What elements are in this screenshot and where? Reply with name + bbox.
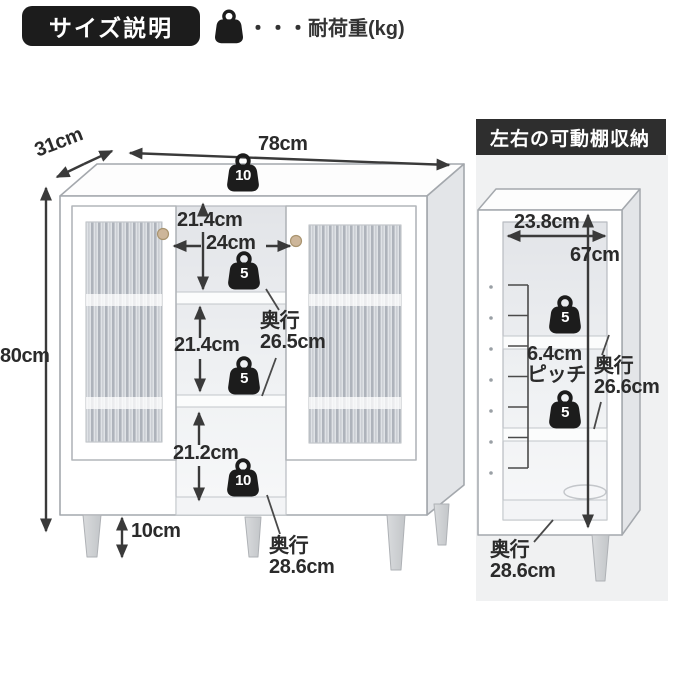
left-glass-door [71,205,177,461]
weight-bag-icon [227,458,259,497]
left-door-knob [156,227,170,241]
load-badge-section2-value: 5 [240,370,248,387]
leader-depth-28-6 [266,494,281,535]
label-side-base-depth-line2: 28.6cm [490,560,556,582]
load-badge-side-shelf2: 5 [548,389,582,429]
label-side-shelf-depth-line1: 奥行 [594,355,634,377]
label-section3-height: 21.2cm [173,442,239,464]
label-base-depth-28-6-line2: 28.6cm [269,556,335,578]
label-pitch-6-4: 6.4cm ピッチ [527,344,586,386]
load-badge-section3: 10 [226,457,260,497]
load-capacity-legend-text: ・・・耐荷重(kg) [248,17,405,40]
weight-bag-icon [549,390,581,429]
leader-depth-26-6-top [601,334,610,356]
load-badge-side-shelf1: 5 [548,294,582,334]
label-side-base-depth-28-6: 奥行 28.6cm [490,539,556,582]
load-badge-section2: 5 [227,355,261,395]
size-title-badge: サイズ説明 [22,6,200,46]
cord-hole [563,484,607,500]
label-base-depth-28-6: 奥行 28.6cm [269,535,335,578]
weight-bag-icon [549,295,581,334]
interior-shelves [175,291,287,516]
label-height-80cm: 80cm [0,345,50,367]
label-side-base-depth-line1: 奥行 [490,539,530,561]
load-badge-section1-value: 5 [240,265,248,282]
main-cabinet-drawing [59,163,465,571]
right-glass-door [285,205,417,461]
label-shelf-depth-26-5-line2: 26.5cm [260,331,326,353]
weight-bag-icon [227,153,259,192]
leader-depth-26-5-top [265,288,280,311]
weight-bag-icon [228,251,260,290]
dim-arrow-78cm [128,147,451,171]
label-section1-height: 21.4cm [177,209,243,231]
load-badge-top: 10 [226,152,260,192]
load-capacity-legend: ・・・耐荷重(kg) [214,8,405,44]
leader-depth-26-5-bottom [261,357,277,397]
load-badge-section3-value: 10 [235,472,251,489]
pitch-tick-bracket [508,284,529,469]
shelf-pin-holes [489,285,493,475]
label-section2-height: 21.4cm [174,334,240,356]
load-badge-top-value: 10 [235,167,251,184]
label-side-shelf-depth-line2: 26.6cm [594,376,660,398]
label-inner-height-67: 67cm [570,244,620,266]
cabinet-legs [82,503,450,571]
label-knob-gap-24cm: 24cm [206,232,256,254]
label-inner-width-23-8: 23.8cm [514,211,580,233]
side-cabinet-drawing [477,188,641,582]
label-pitch-line2: ピッチ [527,364,586,386]
label-side-shelf-depth-26-6: 奥行 26.6cm [594,355,660,398]
adjustable-shelf-panel-title: 左右の可動棚収納 [476,119,666,155]
leader-depth-26-6-bottom [593,401,602,430]
weight-bag-icon [214,9,244,44]
load-badge-section1: 5 [227,250,261,290]
side-cabinet-leg [591,534,610,582]
leader-depth-28-6-side [533,519,554,543]
label-shelf-depth-26-5: 奥行 26.5cm [260,310,326,353]
weight-bag-icon [228,356,260,395]
label-base-depth-28-6-line1: 奥行 [269,535,309,557]
label-leg-10cm: 10cm [131,520,181,542]
load-badge-side-shelf1-value: 5 [561,309,569,326]
label-width-78cm: 78cm [258,133,308,155]
dim-arrow-31cm [55,149,114,179]
size-title-text: サイズ説明 [48,15,174,41]
label-pitch-line1: 6.4cm [527,343,582,365]
adjustable-shelf-title-text: 左右の可動棚収納 [490,128,651,150]
load-badge-side-shelf2-value: 5 [561,404,569,421]
label-shelf-depth-26-5-line1: 奥行 [260,310,300,332]
